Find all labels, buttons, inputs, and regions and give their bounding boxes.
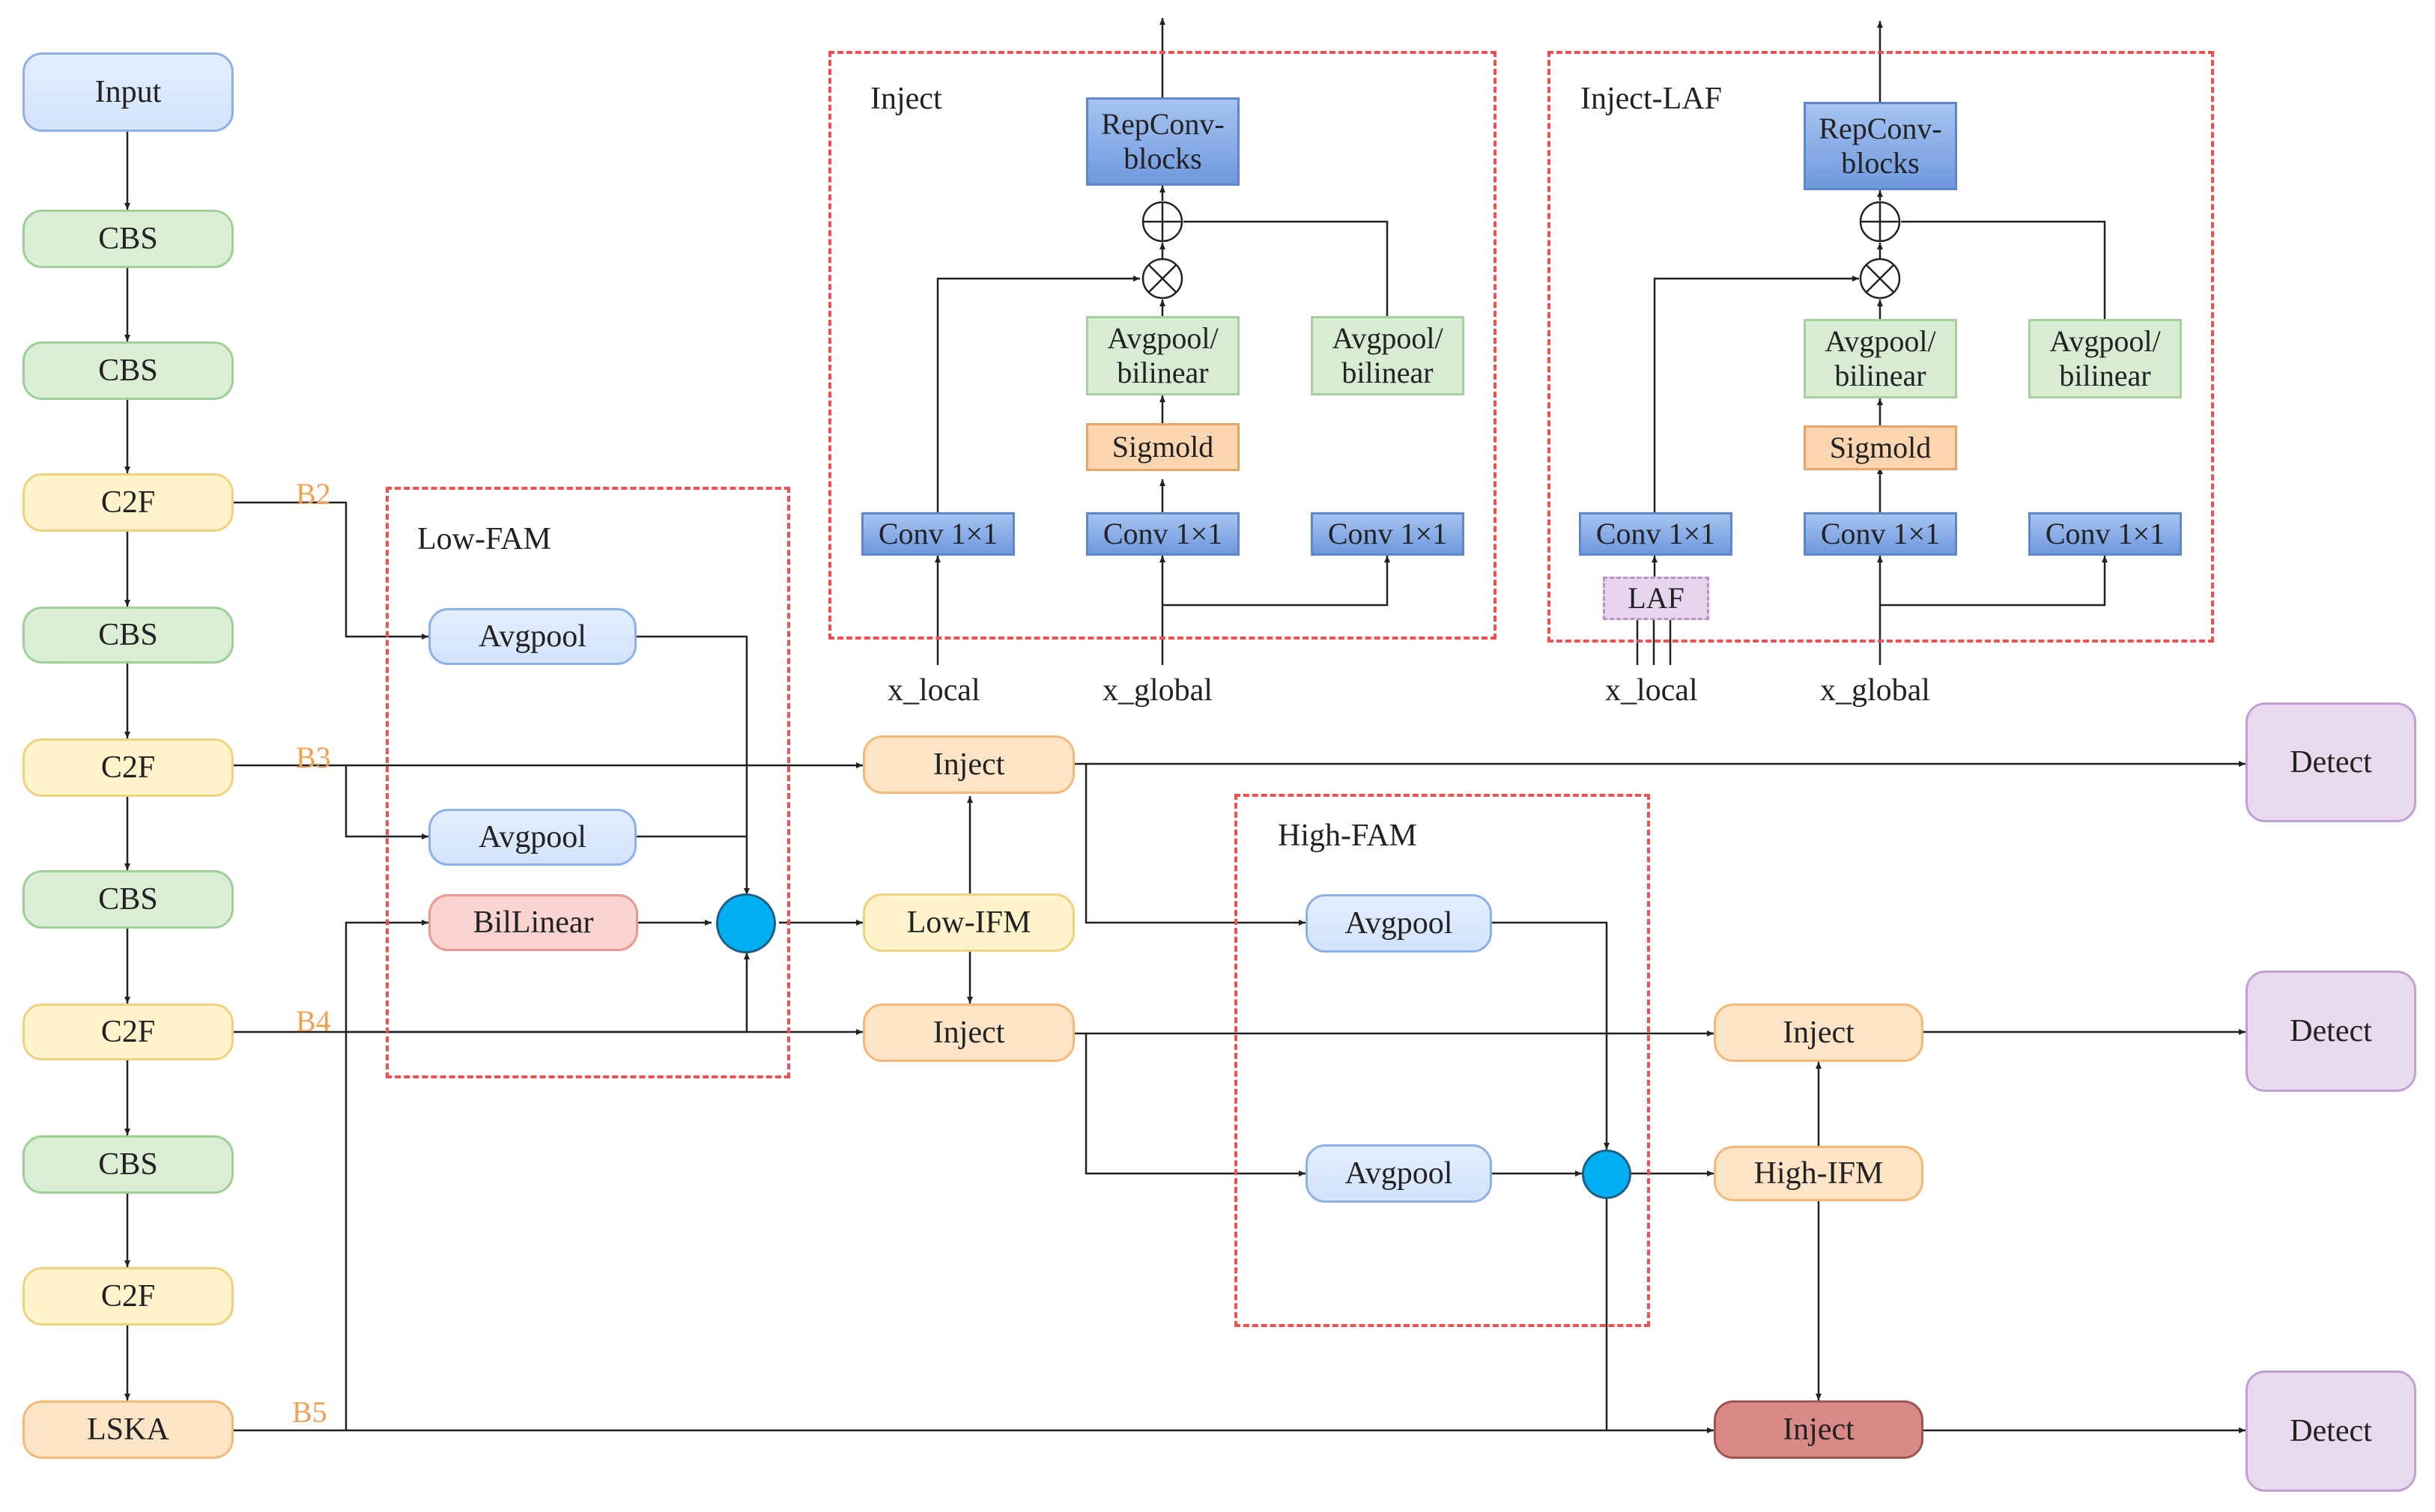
cbs-block-4: CBS <box>22 870 234 929</box>
high-fam-frame <box>1234 794 1650 1327</box>
inject-conv-local: Conv 1×1 <box>861 512 1015 556</box>
inject-avgpool-bilinear-2: Avgpool/ bilinear <box>1311 316 1464 395</box>
inject-top: Inject <box>863 735 1075 794</box>
inject-laf-detail-frame <box>1547 51 2214 643</box>
inject-conv-global-2: Conv 1×1 <box>1311 512 1464 556</box>
high-ifm-block: High-IFM <box>1714 1146 1923 1201</box>
high-fusion-node <box>1582 1150 1631 1199</box>
high-fam-avgpool-1: Avgpool <box>1306 894 1492 953</box>
inject-detail-frame <box>828 51 1497 640</box>
inject-x-local-label: x_local <box>888 673 980 708</box>
detect-head-1: Detect <box>2246 702 2416 822</box>
inject-laf-avgpool-bilinear-2: Avgpool/ bilinear <box>2028 319 2182 398</box>
low-fam-title: Low-FAM <box>417 522 551 556</box>
inject-laf-conv-global-1: Conv 1×1 <box>1804 512 1957 556</box>
inject-avgpool-bilinear-1: Avgpool/ bilinear <box>1086 316 1240 395</box>
inject-laf-detail-title: Inject-LAF <box>1580 82 1722 116</box>
high-fam-avgpool-2: Avgpool <box>1306 1144 1492 1203</box>
low-fam-bilinear: BilLinear <box>428 894 638 951</box>
low-fam-frame <box>386 487 790 1078</box>
inject-conv-global-1: Conv 1×1 <box>1086 512 1240 556</box>
b4-label: B4 <box>296 1004 331 1038</box>
low-fam-avgpool-1: Avgpool <box>428 608 637 665</box>
c2f-block-1: C2F <box>22 473 234 532</box>
inject-laf-conv-local: Conv 1×1 <box>1579 512 1732 556</box>
lska-block: LSKA <box>22 1400 234 1459</box>
detect-head-3: Detect <box>2246 1370 2416 1492</box>
b2-label: B2 <box>296 477 331 511</box>
input-node: Input <box>22 52 234 132</box>
laf-block: LAF <box>1603 577 1709 620</box>
low-fam-avgpool-2: Avgpool <box>428 809 637 866</box>
low-ifm-block: Low-IFM <box>863 893 1075 952</box>
c2f-block-2: C2F <box>22 738 234 797</box>
cbs-block-3: CBS <box>22 607 234 664</box>
inject-middle: Inject <box>863 1004 1075 1062</box>
inject-laf-x-local-label: x_local <box>1605 673 1698 708</box>
b5-label: B5 <box>292 1395 327 1429</box>
inject-detail-title: Inject <box>870 82 942 116</box>
inject-sigmoid-block: Sigmold <box>1086 423 1240 471</box>
inject-laf-avgpool-bilinear-1: Avgpool/ bilinear <box>1804 319 1957 398</box>
inject-laf-sigmoid-block: Sigmold <box>1804 425 1957 470</box>
cbs-block-5: CBS <box>22 1135 234 1194</box>
inject-x-global-label: x_global <box>1103 673 1213 708</box>
inject-laf-x-global-label: x_global <box>1820 673 1930 708</box>
c2f-block-3: C2F <box>22 1004 234 1060</box>
b3-label: B3 <box>296 741 331 774</box>
cbs-block-2: CBS <box>22 341 234 400</box>
inject-bottom: Inject <box>1714 1400 1923 1459</box>
inject-laf-repconv-block: RepConv-blocks <box>1804 102 1957 190</box>
inject-repconv-block: RepConv-blocks <box>1086 97 1240 186</box>
high-fam-title: High-FAM <box>1278 819 1417 853</box>
cbs-block-1: CBS <box>22 210 234 268</box>
c2f-block-4: C2F <box>22 1267 234 1326</box>
inject-right: Inject <box>1714 1004 1923 1062</box>
low-fusion-node <box>716 893 776 953</box>
detect-head-2: Detect <box>2246 971 2416 1092</box>
inject-laf-conv-global-2: Conv 1×1 <box>2028 512 2182 556</box>
